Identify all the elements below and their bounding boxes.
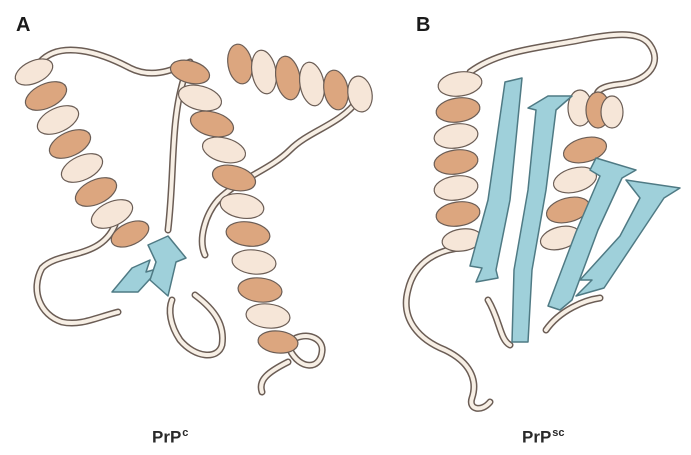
helix-turn-back	[433, 175, 479, 201]
prpc-beta-strand-1	[111, 259, 161, 293]
prpc-beta-sheet	[111, 235, 187, 297]
helix-turn-front	[225, 221, 271, 247]
helix-turn-back	[201, 136, 247, 164]
helix-turn-back	[14, 58, 54, 86]
prpc-helix-3	[227, 43, 373, 113]
helix-turn-front	[74, 177, 118, 207]
caption-prpsc-superscript: sc	[552, 427, 565, 439]
prpsc-helix-top	[567, 89, 624, 129]
helix-turn-front	[257, 330, 299, 354]
prpsc-beta-strand-3	[547, 157, 637, 311]
prpc-coil-middle-inner	[200, 98, 360, 257]
prpsc-beta-strand-2	[511, 95, 573, 343]
helix-turn-front	[433, 149, 479, 175]
helix-turn-back	[298, 61, 326, 107]
helix-turn-front	[274, 55, 302, 101]
prpsc-coil-bottom-inner	[486, 298, 512, 347]
helix-turn-back	[250, 49, 278, 95]
prpsc-beta-sheet	[469, 77, 681, 343]
helix-turn-back	[219, 192, 265, 220]
prpsc-coil-right-inner	[544, 296, 602, 332]
prpsc-beta-strand-4	[575, 179, 681, 297]
helix-turn-back	[433, 123, 479, 149]
prpc-structure	[14, 43, 373, 396]
prpc-helix-1	[14, 58, 150, 248]
helix-turn-front	[211, 164, 257, 192]
prpc-helix-2	[169, 59, 299, 354]
prpsc-helix	[433, 71, 483, 252]
helix-turn-front	[24, 81, 68, 111]
helix-turn-front	[562, 136, 608, 164]
helix-turn-front	[169, 59, 211, 85]
prpc-beta-strand-2	[147, 235, 187, 297]
helix-turn-back	[437, 71, 483, 97]
helix-turn-back	[245, 303, 291, 329]
prpc-coil-right-loop-inner	[288, 333, 325, 368]
caption-prpsc-main: PrP	[522, 427, 552, 447]
caption-prpc-main: PrP	[152, 427, 182, 447]
panel-label-b: B	[416, 14, 431, 36]
prpsc-coil-left-inner	[404, 246, 492, 411]
prpc-coil-bottom-loop-inner	[168, 293, 225, 357]
prpc-coil-left-loop-inner	[34, 223, 120, 325]
helix-turn-front	[435, 201, 481, 227]
helix-turn-front	[189, 110, 235, 138]
helix-turn-front	[110, 220, 150, 248]
helix-turn-front	[237, 277, 283, 303]
prpc-coil-tail-inner	[259, 360, 290, 394]
helix-turn-back	[36, 105, 80, 135]
prpsc-coil-left	[402, 244, 494, 412]
helix-turn-back	[600, 95, 624, 129]
caption-prpc-superscript: c	[182, 427, 189, 439]
prpc-coil-bottom-loop	[166, 291, 227, 359]
panel-label-a: A	[16, 14, 31, 36]
prpsc-structure	[402, 31, 681, 412]
prpsc-coil-top-inner	[468, 32, 657, 104]
prpsc-beta-strand-1	[469, 77, 523, 283]
helix-turn-back	[90, 199, 134, 229]
helix-turn-front	[227, 43, 253, 85]
helix-turn-front	[435, 97, 481, 123]
helix-turn-front	[323, 69, 349, 111]
helix-turn-back	[60, 153, 104, 183]
caption-prpc: PrPc	[152, 427, 188, 448]
helix-turn-back	[177, 84, 223, 112]
helix-turn-back	[347, 75, 373, 113]
helix-turn-back	[231, 249, 277, 275]
prpc-coil-top-inner	[38, 48, 192, 76]
caption-prpsc: PrPsc	[522, 427, 565, 448]
helix-turn-front	[48, 129, 92, 159]
